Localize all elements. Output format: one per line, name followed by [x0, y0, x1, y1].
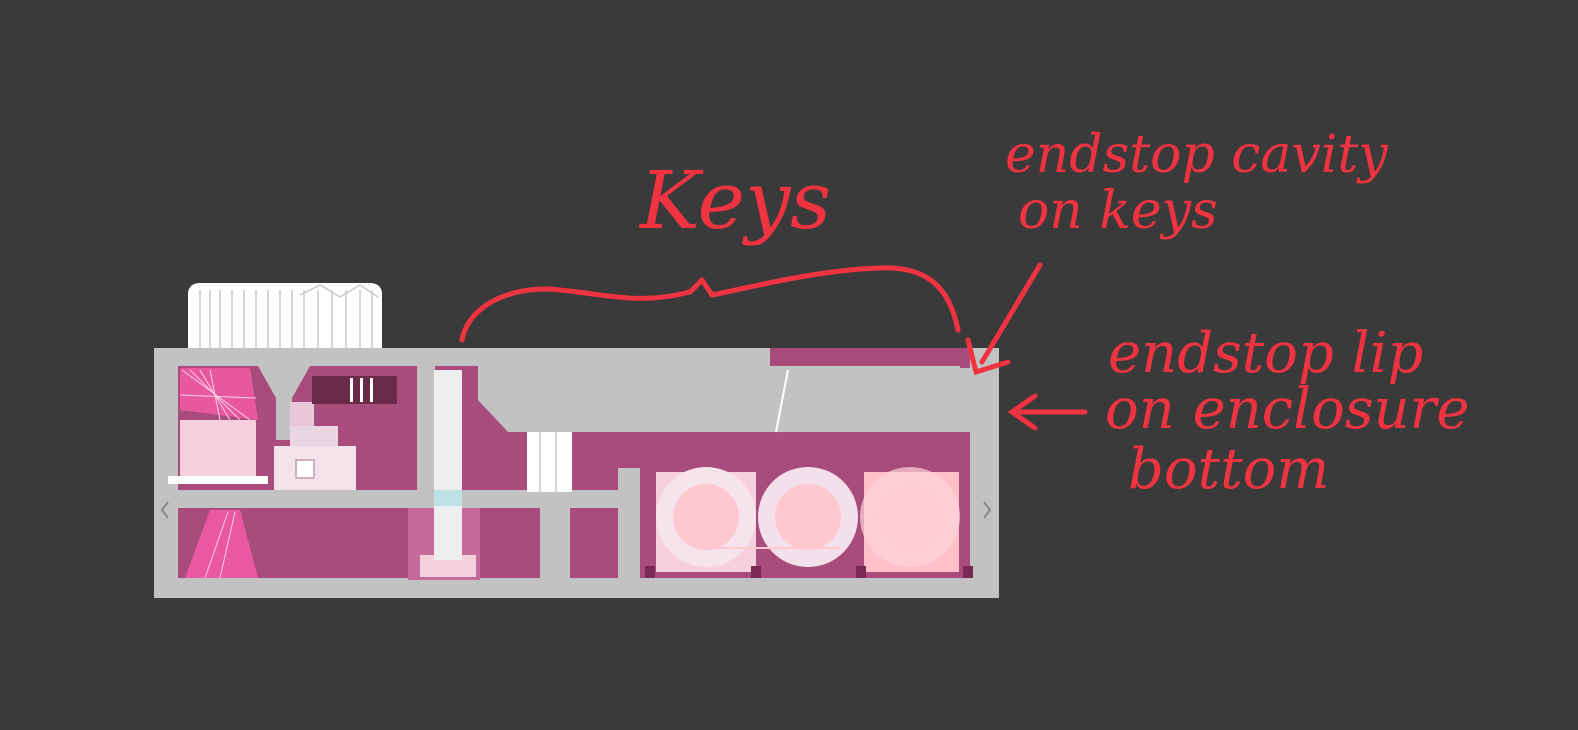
- cavity-label-line1: endstop cavity: [1005, 125, 1388, 185]
- keys-label: Keys: [638, 154, 831, 247]
- key-switches: [645, 467, 973, 578]
- lip-label-line2: on enclosure: [1105, 377, 1470, 442]
- lip-label-line1: endstop lip: [1108, 321, 1423, 386]
- side-clip-markers: [160, 501, 992, 519]
- knob-shaft: [168, 366, 310, 484]
- guide-post: [434, 370, 462, 560]
- lip-label-line3: bottom: [1128, 437, 1329, 502]
- key-stem: [527, 432, 572, 492]
- endstop-lip: [962, 394, 990, 580]
- encoder-parts: [274, 376, 397, 490]
- rotary-knob: [188, 283, 382, 350]
- cavity-arrow: [965, 262, 1043, 376]
- cavity-label-line2: on keys: [1018, 181, 1218, 241]
- lip-arrow: [1007, 393, 1088, 431]
- keys-body: [478, 366, 960, 433]
- keys-brace: [459, 265, 961, 343]
